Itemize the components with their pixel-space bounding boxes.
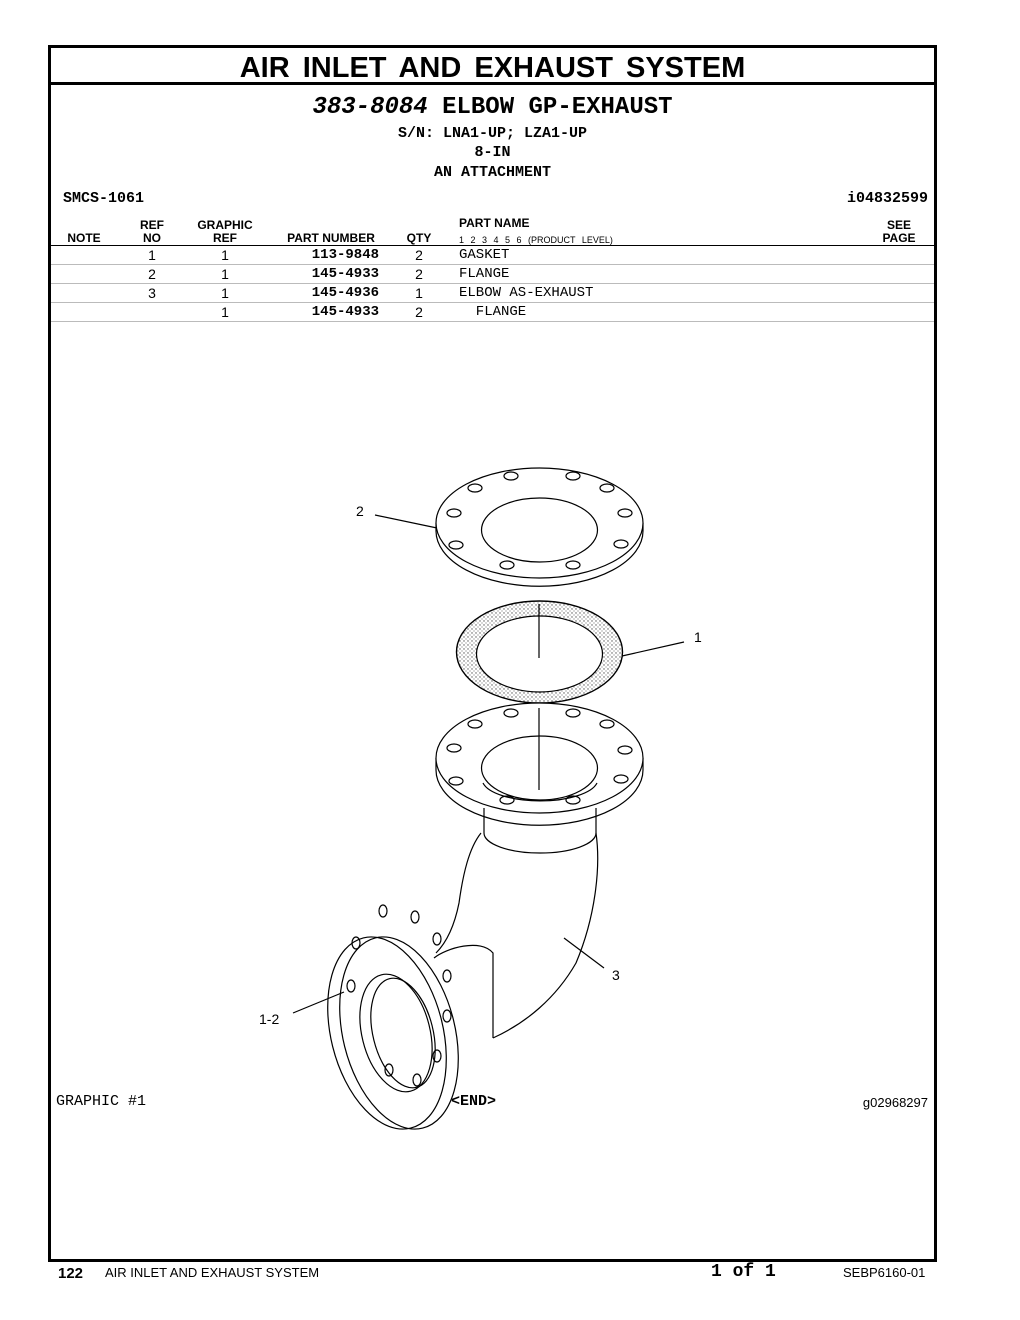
exploded-view-drawing: 2 1 3 1-2 <box>259 467 702 1130</box>
row-graphic-ref: 1 <box>221 266 229 282</box>
header-note: NOTE <box>67 231 101 245</box>
attachment-label: AN ATTACHMENT <box>433 164 552 181</box>
row-part-number: 145-4933 <box>311 304 379 320</box>
row-graphic-ref: 1 <box>221 285 229 301</box>
elbow-assembly <box>327 702 644 1130</box>
header-part-name: PART NAME <box>459 216 530 230</box>
footer-section-title: AIR INLET AND EXHAUST SYSTEM <box>105 1265 320 1280</box>
table-row: 1 145-4933 2 FLANGE <box>51 303 934 322</box>
row-ref-no: 1 <box>148 247 156 263</box>
gasket <box>455 600 624 704</box>
row-part-number: 145-4936 <box>311 285 379 301</box>
group-title: 383-8084 ELBOW GP-EXHAUST <box>51 94 934 121</box>
footer-page-of: 1 of 1 <box>711 1262 776 1282</box>
header-see-page: SEE PAGE <box>871 219 927 245</box>
serial-range: S/N: LNA1-UP; LZA1-UP <box>397 125 588 142</box>
header-see-page-line1: SEE <box>886 218 911 232</box>
row-part-name: ELBOW AS-EXHAUST <box>459 285 594 301</box>
illustration-id: i04832599 <box>846 190 928 207</box>
row-part-number: 113-9848 <box>311 247 379 263</box>
footer-page-number: 122 <box>58 1265 84 1282</box>
row-part-number: 145-4933 <box>311 266 379 282</box>
flange-top <box>435 467 644 587</box>
header-ref-no-line1: REF <box>140 218 164 232</box>
callout-2: 2 <box>356 503 364 519</box>
row-qty: 1 <box>415 285 423 301</box>
callout-3: 3 <box>612 967 620 983</box>
row-part-name: FLANGE <box>459 266 510 282</box>
row-qty: 2 <box>415 304 423 320</box>
row-qty: 2 <box>415 247 423 263</box>
row-ref-no: 3 <box>148 285 156 301</box>
page-frame: AIR INLET AND EXHAUST SYSTEM 383-8084 EL… <box>48 45 937 1262</box>
row-part-name: FLANGE <box>459 304 527 320</box>
header-see-page-line2: PAGE <box>882 231 916 245</box>
table-row: 2 1 145-4933 2 FLANGE <box>51 265 934 284</box>
callout-1-2: 1-2 <box>259 1011 279 1027</box>
header-graphic-ref-line2: REF <box>213 231 237 245</box>
size-label: 8-IN <box>474 144 511 161</box>
callout-1: 1 <box>694 629 702 645</box>
graphic-id: g02968297 <box>862 1095 928 1110</box>
header-ref-no: REF NO <box>132 219 172 245</box>
row-ref-no: 2 <box>148 266 156 282</box>
group-part-number: 383-8084 <box>312 94 428 121</box>
table-row: 3 1 145-4936 1 ELBOW AS-EXHAUST <box>51 284 934 303</box>
row-graphic-ref: 1 <box>221 304 229 320</box>
row-qty: 2 <box>415 266 423 282</box>
row-part-name: GASKET <box>459 247 510 263</box>
row-graphic-ref: 1 <box>221 247 229 263</box>
group-name: ELBOW GP-EXHAUST <box>442 94 673 121</box>
graphic-label: GRAPHIC #1 <box>56 1093 147 1110</box>
header-part-number: PART NUMBER <box>287 231 375 245</box>
end-marker: <END> <box>451 1093 497 1110</box>
title-divider <box>51 82 934 85</box>
header-product-levels: 1 2 3 4 5 6 (PRODUCT LEVEL) <box>459 235 613 245</box>
header-graphic-ref: GRAPHIC REF <box>190 219 260 245</box>
section-title: AIR INLET AND EXHAUST SYSTEM <box>239 52 746 84</box>
header-ref-no-line2: NO <box>143 231 161 245</box>
footer-document-id: SEBP6160-01 <box>843 1265 926 1280</box>
smcs-code: SMCS-1061 <box>63 190 145 207</box>
header-divider <box>51 245 934 246</box>
header-graphic-ref-line1: GRAPHIC <box>197 218 253 232</box>
header-qty: QTY <box>406 231 432 245</box>
table-row: 1 1 113-9848 2 GASKET <box>51 246 934 265</box>
